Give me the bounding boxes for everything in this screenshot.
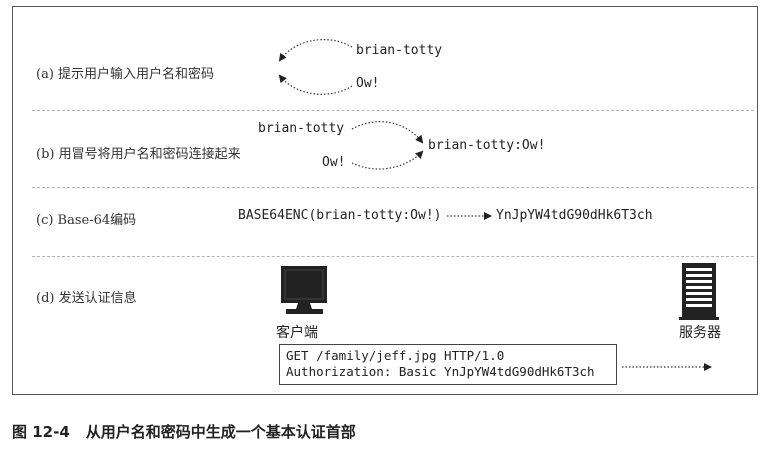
client-label: 客户端 — [276, 325, 318, 341]
step-b-username-arrow — [351, 121, 424, 144]
step-b-joined: brian-totty:Ow! — [428, 138, 546, 153]
figure-caption-text: 从用户名和密码中生成一个基本认证首部 — [85, 423, 356, 441]
figure-number: 图 12-4 — [12, 423, 70, 441]
divider-ab — [32, 110, 754, 111]
step-a-password-arrow — [278, 74, 353, 95]
http-request-box: GET /family/jeff.jpg HTTP/1.0 Authorizat… — [279, 344, 617, 385]
computer-icon — [281, 266, 327, 314]
figure-frame — [12, 6, 758, 395]
step-a-username: brian-totty — [356, 43, 443, 58]
step-d-label: (d) 发送认证信息 — [36, 291, 137, 306]
step-a-username-arrow — [278, 39, 353, 62]
step-c-label: (c) Base-64编码 — [36, 213, 137, 228]
step-c-output: YnJpYW4tdG90dHk6T3ch — [496, 208, 653, 223]
figure-caption: 图 12-4 从用户名和密码中生成一个基本认证首部 — [12, 421, 356, 442]
server-icon — [679, 263, 719, 320]
http-authorization-header: Authorization: Basic YnJpYW4tdG90dHk6T3c… — [286, 364, 595, 379]
step-b-username: brian-totty — [258, 121, 345, 136]
server-label: 服务器 — [679, 325, 721, 341]
step-c-input: BASE64ENC(brian-totty:Ow!) — [238, 208, 442, 223]
step-a-label: (a) 提示用户输入用户名和密码 — [36, 67, 215, 82]
divider-cd — [32, 256, 754, 257]
step-b-password-arrow — [351, 150, 424, 170]
http-request-line: GET /family/jeff.jpg HTTP/1.0 — [286, 348, 505, 363]
step-a-password: Ow! — [356, 76, 380, 91]
step-b-password: Ow! — [322, 155, 346, 170]
step-b-label: (b) 用冒号将用户名和密码连接起来 — [36, 147, 241, 162]
divider-bc — [32, 187, 754, 188]
